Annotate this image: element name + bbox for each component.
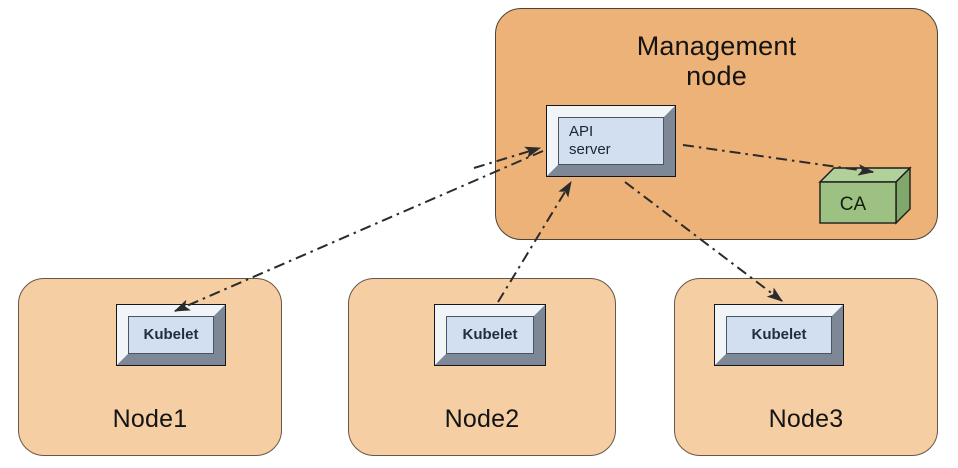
api-server-face: API server: [558, 117, 664, 165]
ca-top-face: [818, 167, 912, 183]
node-label-1: Node1: [112, 405, 188, 433]
ca-label: CA: [839, 194, 867, 215]
kubelet-label-2: Kubelet: [462, 325, 518, 343]
kubelet-box-1[interactable]: Kubelet: [116, 304, 226, 366]
node-label-2: Node2: [444, 405, 520, 433]
kubelet-box-2[interactable]: Kubelet: [434, 304, 546, 366]
kubelet-label-1: Kubelet: [143, 325, 199, 343]
kubelet-label-3: Kubelet: [751, 325, 807, 343]
management-node-label: Management node: [636, 31, 797, 92]
kubelet-2-face: Kubelet: [446, 316, 534, 354]
kubelet-3-face: Kubelet: [726, 316, 832, 354]
kubelet-1-face: Kubelet: [128, 316, 214, 354]
api-server-label: API server: [569, 122, 611, 158]
ca-front-face: [819, 181, 897, 224]
api-server-box[interactable]: API server: [546, 105, 676, 177]
ca-box[interactable]: CA: [818, 166, 912, 225]
node-label-3: Node3: [768, 405, 844, 433]
kubelet-box-3[interactable]: Kubelet: [714, 304, 844, 366]
